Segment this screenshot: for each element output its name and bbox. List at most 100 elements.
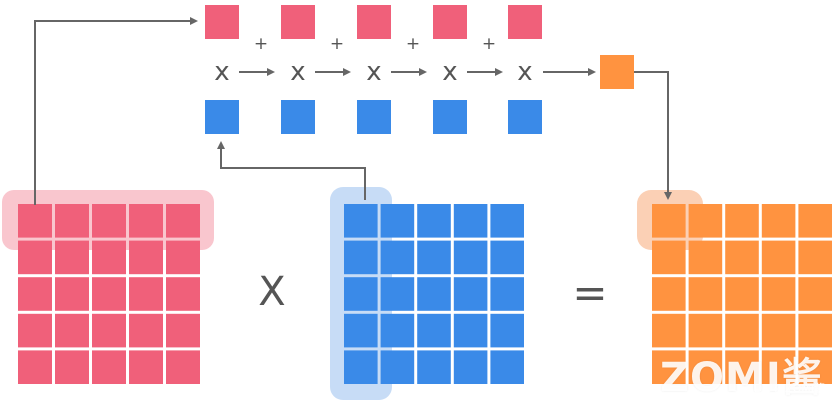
matrix-b-cell [380, 350, 415, 384]
times-sign: x [517, 57, 532, 87]
matrix-a-cell [129, 240, 163, 275]
matrix-b-cell [490, 350, 524, 384]
matrix-b-cell [344, 313, 378, 348]
matrix-b [344, 204, 524, 384]
matrix-b-cell [380, 240, 415, 275]
matrix-b-cell [417, 204, 451, 238]
matrix-a-cell [55, 204, 89, 238]
matrix-c-cell [798, 350, 832, 384]
column-elements [205, 100, 542, 134]
matrix-a-cell [166, 350, 200, 384]
csdn-credit: CSDN @ZOMI酱 [739, 382, 825, 395]
matrix-c-cell [652, 240, 686, 275]
matrix-c-cell [761, 350, 796, 384]
matrix-a-cell [55, 240, 89, 275]
times-sign: x [214, 57, 229, 87]
matrix-b-cell [453, 204, 488, 238]
matrix-b-cell [344, 277, 378, 311]
matrix-a-cell [55, 350, 89, 384]
matrix-a-cell [18, 277, 52, 311]
matrix-c-cell [798, 240, 832, 275]
matrix-a-cell [166, 240, 200, 275]
matrix-c-cell [688, 350, 723, 384]
matrix-c-cell [725, 277, 759, 311]
matrix-c-cell [798, 313, 832, 348]
column-element [508, 100, 542, 134]
column-element [357, 100, 391, 134]
plus-sign: + [254, 34, 268, 54]
matrix-c-cell [688, 313, 723, 348]
matrix-c-cell [761, 204, 796, 238]
matrix-a-cell [129, 313, 163, 348]
matrix-c-cell [688, 204, 723, 238]
row-element [357, 5, 391, 39]
matrix-a-cell [129, 277, 163, 311]
column-element [205, 100, 239, 134]
matrix-a-cell [92, 277, 126, 311]
matrix-b-cell [344, 350, 378, 384]
row-element [205, 5, 239, 39]
matrix-a-cell [55, 313, 89, 348]
matrix-c-cell [761, 240, 796, 275]
matrix-a-cell [18, 240, 52, 275]
matrix-a-cell [18, 350, 52, 384]
column-element [281, 100, 315, 134]
matrix-b-cell [417, 350, 451, 384]
matrix-b-cell [380, 313, 415, 348]
column-to-bottom-arrow [217, 141, 366, 200]
plus-sign: + [406, 34, 420, 54]
matrix-c-cell [725, 350, 759, 384]
matrix-b-cell [453, 313, 488, 348]
matrix-c-cell [688, 277, 723, 311]
matrix-a-cell [18, 204, 52, 238]
matrix-c [652, 204, 832, 384]
row-element [508, 5, 542, 39]
row-elements [205, 5, 542, 39]
matrix-c-cell [761, 313, 796, 348]
matrix-a-cell [166, 277, 200, 311]
matrix-b-cell [490, 313, 524, 348]
row-element [281, 5, 315, 39]
matrix-a-cell [166, 204, 200, 238]
matrix-b-cell [453, 277, 488, 311]
multiply-operator: X [258, 269, 285, 315]
equals-operator: = [572, 268, 607, 317]
matrix-a-cell [92, 350, 126, 384]
matrix-b-cell [417, 277, 451, 311]
matrix-a-cell [18, 313, 52, 348]
matrix-a-cell [92, 313, 126, 348]
plus-sign: + [482, 34, 496, 54]
matrix-c-cell [761, 277, 796, 311]
matrix-b-cell [344, 240, 378, 275]
matrix-a-cell [55, 277, 89, 311]
connector-arrows [34, 17, 672, 205]
matrix-c-cell [798, 277, 832, 311]
matrix-c-cell [725, 240, 759, 275]
row-element [433, 5, 467, 39]
matrix-b-cell [344, 204, 378, 238]
matrix-a-cell [129, 204, 163, 238]
zomi-watermark-logo: ZOMI酱 [660, 355, 823, 401]
result-to-cell-arrow [634, 71, 672, 200]
times-sign: x [290, 57, 305, 87]
matrix-c-cell [725, 204, 759, 238]
plus-sign: + [330, 34, 344, 54]
matrix-a [18, 204, 200, 384]
matrix-b-cell [453, 350, 488, 384]
plus-signs: + + + + [254, 34, 496, 54]
matrix-b-cell [417, 240, 451, 275]
dot-product-result [600, 55, 634, 89]
matrix-b-cell [380, 204, 415, 238]
matrix-a-cell [92, 204, 126, 238]
matrix-c-cell [652, 350, 686, 384]
matrix-b-cell [490, 204, 524, 238]
matrix-a-cell [129, 350, 163, 384]
matrix-c-cell [688, 240, 723, 275]
matrix-b-cell [490, 277, 524, 311]
row-to-top-arrow [34, 17, 198, 205]
times-sign: x [442, 57, 457, 87]
matrix-a-cell [92, 240, 126, 275]
matrix-b-cell [417, 313, 451, 348]
